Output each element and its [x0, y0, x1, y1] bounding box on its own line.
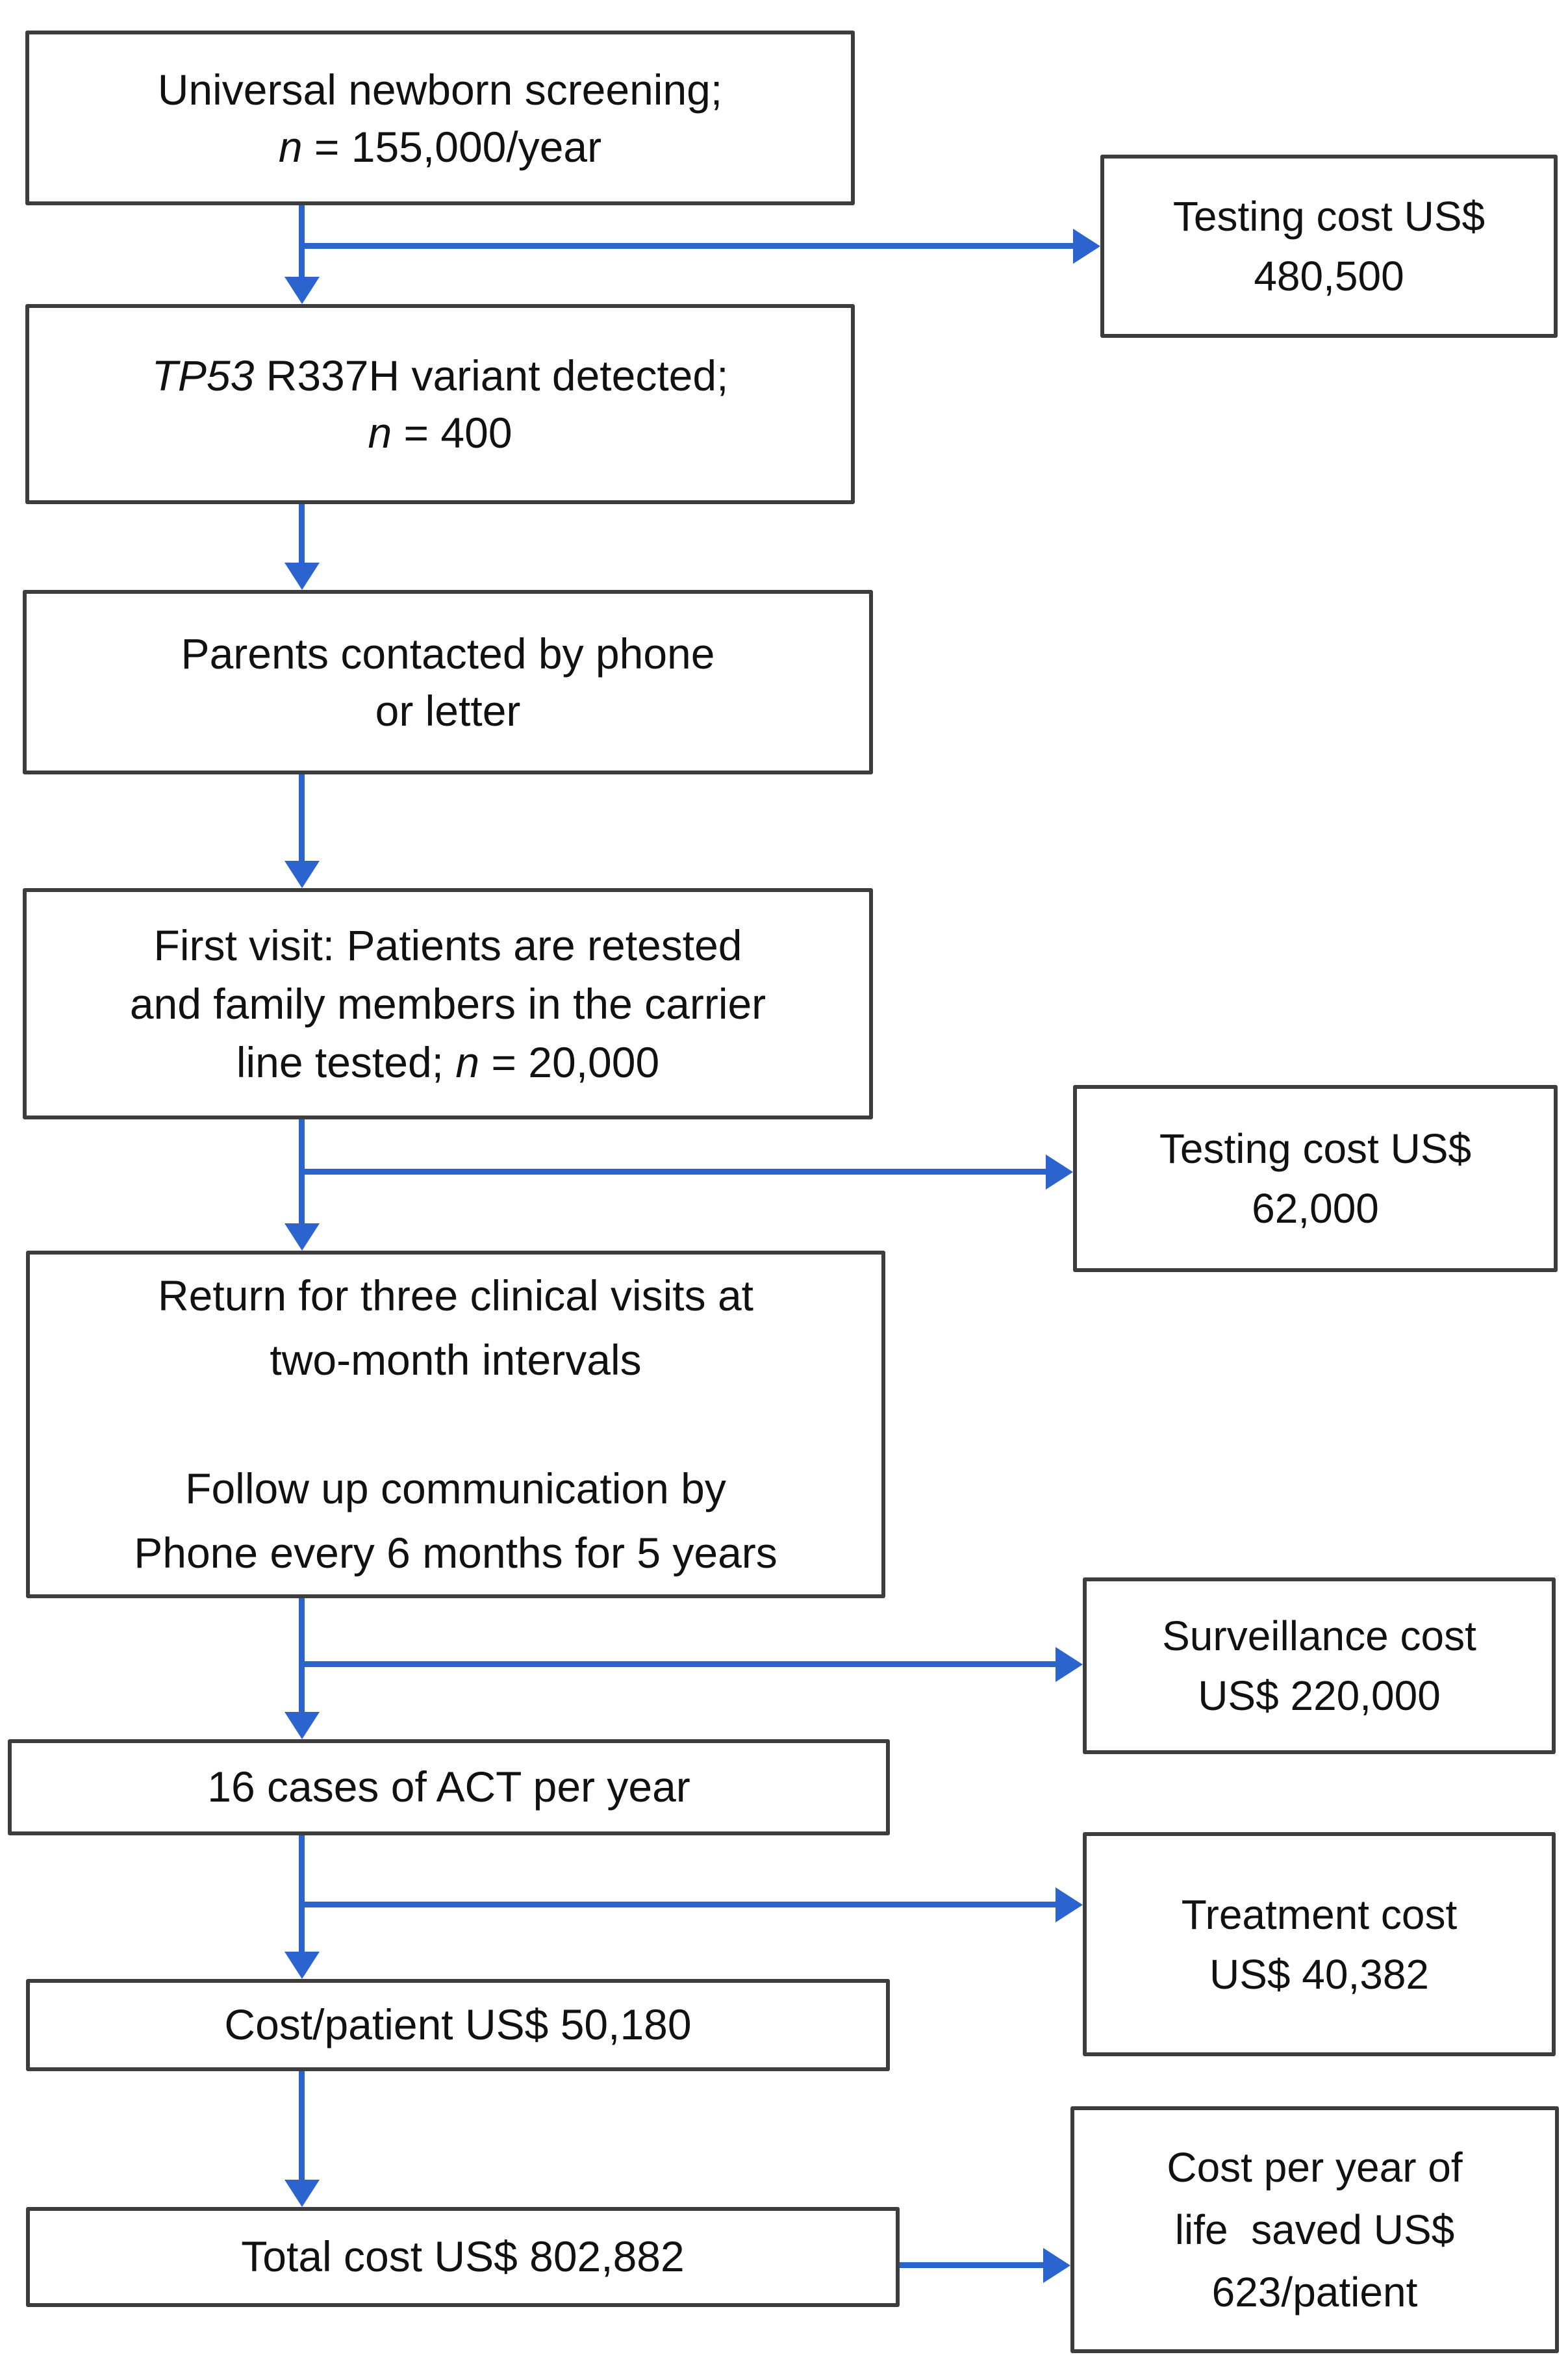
- node-text-line: Universal newborn screening;: [157, 65, 723, 114]
- node-text-line: Parents contacted by phone: [181, 630, 715, 678]
- arrowhead-right-icon: [1073, 229, 1100, 264]
- node-text-line: First visit: Patients are retested: [153, 921, 742, 969]
- node-text-line: Testing cost US$: [1159, 1125, 1472, 1172]
- node-testing-cost-480500: Testing cost US$ 480,500: [1100, 155, 1558, 338]
- node-text-line: Return for three clinical visits at: [157, 1271, 753, 1320]
- node-text-line: Phone every 6 months for 5 years: [134, 1529, 778, 1577]
- arrowhead-down-icon: [285, 2180, 320, 2207]
- node-text-line: Surveillance cost: [1162, 1613, 1476, 1659]
- node-text-line: 62,000: [1252, 1185, 1379, 1232]
- node-first-visit-retested: First visit: Patients are retested and f…: [23, 888, 873, 1119]
- node-text-line: two-month intervals: [270, 1336, 642, 1384]
- arrow-line-parents-to-first-visit: [299, 774, 305, 862]
- arrow-line-universal-to-tp53: [299, 205, 305, 278]
- arrowhead-down-icon: [285, 1223, 320, 1251]
- arrow-line-cost-per-patient-to-total: [299, 2071, 305, 2181]
- node-text-line: n = 400: [368, 409, 512, 457]
- node-text-line: 623/patient: [1211, 2269, 1418, 2315]
- node-text-line: n = 155,000/year: [278, 122, 602, 171]
- node-testing-cost-62000: Testing cost US$ 62,000: [1073, 1085, 1558, 1272]
- node-text-line: Testing cost US$: [1172, 193, 1486, 240]
- node-tp53-variant-detected: TP53 R337H variant detected; n = 400: [25, 304, 855, 504]
- arrowhead-right-icon: [1043, 2248, 1070, 2283]
- node-parents-contacted: Parents contacted by phone or letter: [23, 590, 873, 774]
- branch-line-to-treatment-cost: [299, 1902, 1056, 1907]
- node-text-line: TP53 R337H variant detected;: [151, 351, 729, 400]
- arrowhead-right-icon: [1056, 1887, 1083, 1922]
- node-text-line: US$ 40,382: [1209, 1950, 1430, 1998]
- node-text-line: life saved US$: [1174, 2206, 1455, 2253]
- arrow-line-act-cases-to-cost-per-patient: [299, 1835, 305, 1953]
- branch-line-to-surveillance-cost: [299, 1661, 1056, 1667]
- node-cost-per-year-life-saved: Cost per year of life saved US$ 623/pati…: [1070, 2106, 1559, 2353]
- node-act-cases-per-year: 16 cases of ACT per year: [8, 1739, 890, 1835]
- branch-line-to-testing-cost-62000: [299, 1169, 1046, 1175]
- node-clinical-visits-followup: Return for three clinical visits at two-…: [26, 1251, 885, 1598]
- node-text-line: or letter: [375, 687, 521, 735]
- node-text-line: Cost per year of: [1167, 2144, 1463, 2191]
- arrowhead-down-icon: [285, 1952, 320, 1979]
- node-total-cost: Total cost US$ 802,882: [26, 2207, 900, 2307]
- arrow-line-tp53-to-parents: [299, 504, 305, 564]
- node-cost-per-patient: Cost/patient US$ 50,180: [26, 1979, 890, 2071]
- node-text-line: and family members in the carrier: [129, 980, 766, 1028]
- arrowhead-down-icon: [285, 861, 320, 888]
- node-text-line: Follow up communication by: [185, 1464, 726, 1512]
- node-text-line: line tested; n = 20,000: [236, 1038, 660, 1086]
- node-universal-newborn-screening: Universal newborn screening; n = 155,000…: [25, 31, 855, 205]
- arrowhead-right-icon: [1046, 1154, 1073, 1190]
- node-surveillance-cost: Surveillance cost US$ 220,000: [1083, 1577, 1556, 1754]
- node-text-line: Cost/patient US$ 50,180: [224, 2000, 692, 2049]
- branch-line-to-testing-cost-480500: [299, 243, 1073, 249]
- arrowhead-down-icon: [285, 563, 320, 590]
- node-text-line: Total cost US$ 802,882: [241, 2232, 685, 2281]
- node-treatment-cost: Treatment cost US$ 40,382: [1083, 1832, 1556, 2056]
- node-text-line: Treatment cost: [1181, 1891, 1458, 1938]
- node-text-line: 480,500: [1254, 253, 1404, 300]
- node-text-line: 16 cases of ACT per year: [207, 1763, 690, 1811]
- arrowhead-right-icon: [1056, 1647, 1083, 1682]
- node-text-line: US$ 220,000: [1198, 1672, 1441, 1719]
- arrowhead-down-icon: [285, 1712, 320, 1739]
- arrow-line-total-to-cost-per-life-year: [900, 2262, 1043, 2268]
- arrowhead-down-icon: [285, 277, 320, 304]
- arrow-line-followup-to-act-cases: [299, 1598, 305, 1713]
